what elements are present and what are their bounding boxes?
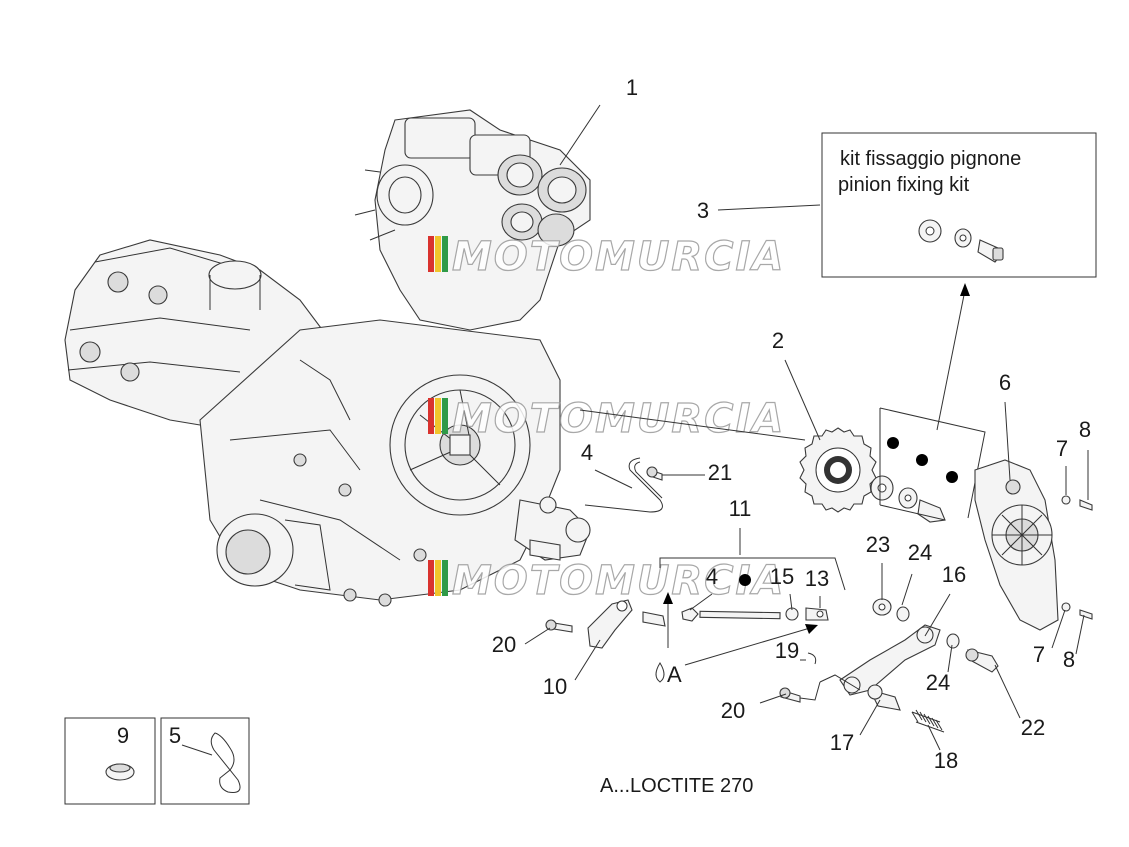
- callout-leader-c20b: [759, 693, 787, 704]
- callout-number-c11: 11: [729, 496, 752, 521]
- callout-number-c3: 3: [697, 198, 709, 223]
- watermark-text-2: MOTOMURCIA: [452, 396, 785, 442]
- watermark-text-1: MOTOMURCIA: [452, 234, 785, 280]
- callout-number-c16: 16: [942, 562, 966, 587]
- callout-leader-c20a: [524, 627, 551, 645]
- kit-label-en: pinion fixing kit: [838, 174, 970, 196]
- loctite-drop-icon: [655, 662, 665, 683]
- engine-assembly: [64, 109, 591, 607]
- sprocket: [799, 427, 877, 513]
- washer-24-upper: [896, 606, 910, 622]
- nut-4: [681, 607, 699, 622]
- callout-number-c20b: 20: [721, 698, 745, 723]
- loctite-footnote: A...LOCTITE 270: [600, 775, 753, 797]
- watermark-3: MOTOMURCIA: [428, 557, 785, 605]
- callout-number-c8a: 8: [1079, 417, 1091, 442]
- watermark-group: MOTOMURCIA MOTOMURCIA MOTOMURCIA: [428, 233, 785, 605]
- sprocket-cover: [974, 459, 1059, 631]
- sprocket-group: [799, 408, 958, 523]
- pinion-fixing-kit-box: kit fissaggio pignone pinion fixing kit: [821, 132, 1097, 278]
- callout-number-c4b: 4: [706, 564, 718, 589]
- sprocket-bolt: [917, 499, 946, 523]
- callout-leader-c6: [1004, 401, 1011, 481]
- sprocket-leader: [579, 409, 806, 441]
- callout-number-c21: 21: [708, 460, 732, 485]
- callout-number-c7b: 7: [1033, 642, 1045, 667]
- callout-leader-c4a: [594, 469, 633, 489]
- callout-leader-c10: [574, 639, 601, 681]
- callout-number-c1: 1: [626, 75, 638, 100]
- callout-number-c19: 19: [775, 638, 799, 663]
- shift-pedal-16: [839, 624, 941, 696]
- kit-label-it: kit fissaggio pignone: [840, 148, 1021, 170]
- callout-number-c6: 6: [999, 370, 1011, 395]
- callout-number-c10: 10: [543, 674, 567, 699]
- callout-number-c9: 9: [117, 723, 129, 748]
- callout-number-c15: 15: [770, 564, 794, 589]
- callout-leader-c22: [994, 664, 1021, 719]
- rod-loctite-dot: [739, 574, 751, 586]
- hook-clip-4: [584, 457, 663, 513]
- clip-5: [210, 732, 241, 793]
- washer-24-lower: [946, 633, 960, 649]
- callout-number-c8b: 8: [1063, 647, 1075, 672]
- callout-leader-c24b: [947, 644, 953, 673]
- callout-number-c18: 18: [934, 748, 958, 773]
- callout-number-c4a: 4: [581, 440, 593, 465]
- callout-leader-c17: [859, 699, 881, 736]
- callout-leader-c1: [559, 104, 601, 166]
- callout-leader-c16: [924, 593, 951, 637]
- spring-18: [911, 709, 945, 733]
- watermark-1: MOTOMURCIA: [428, 233, 785, 281]
- kit-marker-dot-1: [887, 437, 899, 449]
- callout-number-c24a: 24: [908, 540, 932, 565]
- kit-marker-dot-3: [946, 471, 958, 483]
- callout-number-c2: 2: [772, 328, 784, 353]
- callout-number-c5: 5: [169, 723, 181, 748]
- kit-arrow: [879, 283, 986, 519]
- callout-leader-c15: [789, 593, 793, 611]
- callout-leader-c8b: [1075, 614, 1085, 655]
- gearshift-mechanism: [545, 557, 999, 733]
- callout-leader-c2: [784, 359, 821, 441]
- callout-number-c22: 22: [1021, 715, 1045, 740]
- callout-leader-c5: [181, 744, 213, 756]
- loctite-marker-label: A: [667, 662, 682, 687]
- callout-leader-c24a: [901, 573, 913, 606]
- callout-leader-c18: [927, 724, 941, 751]
- kit-marker-dot-2: [916, 454, 928, 466]
- shift-lever-10: [587, 599, 633, 649]
- callout-number-c17: 17: [830, 730, 854, 755]
- callout-number-c7a: 7: [1056, 436, 1068, 461]
- watermark-2: MOTOMURCIA: [428, 395, 785, 443]
- callout-leader-c4b: [689, 593, 713, 611]
- inset-box-9: [64, 717, 156, 805]
- callout-leader-c7b: [1051, 609, 1066, 649]
- cover-fasteners: [1061, 495, 1093, 620]
- callout-number-c13: 13: [805, 566, 829, 591]
- watermark-text-3: MOTOMURCIA: [452, 558, 785, 604]
- callout-number-c20a: 20: [492, 632, 516, 657]
- shift-rod: [699, 610, 781, 620]
- callout-number-c23: 23: [866, 532, 890, 557]
- callout-number-c24b: 24: [926, 670, 950, 695]
- inset-box-5: [160, 717, 250, 805]
- callout-leader-c3: [717, 204, 821, 211]
